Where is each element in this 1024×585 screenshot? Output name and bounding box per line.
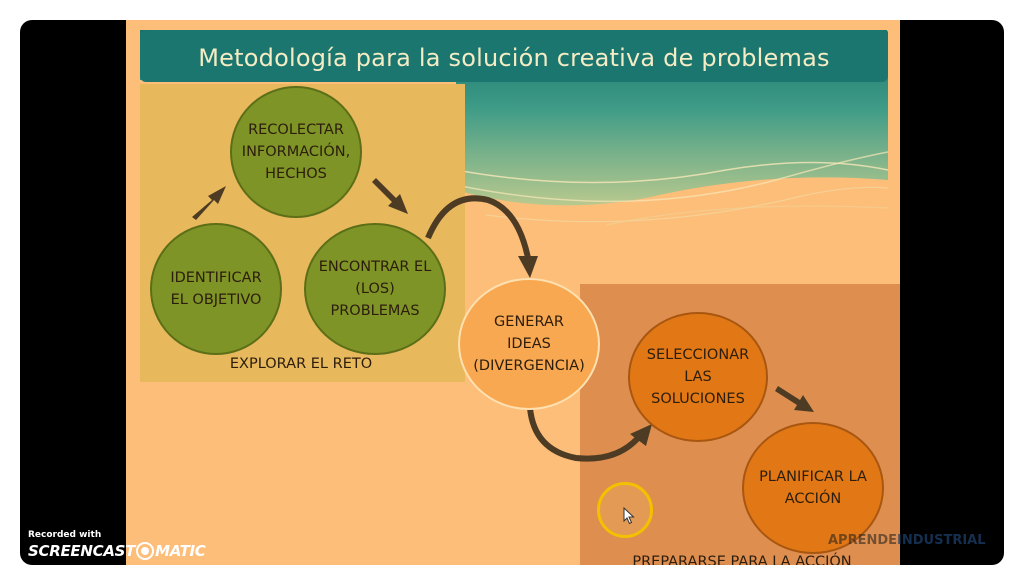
flow-arrows [192, 178, 814, 412]
node-encontrar-problemas: ENCONTRAR EL (LOS) PROBLEMAS [304, 223, 446, 355]
screencast-logo: SCREENCAST MATIC [28, 542, 206, 560]
video-frame: Metodología para la solución creativa de… [20, 20, 1004, 565]
screencast-logo-text: SCREENCAST [28, 542, 136, 560]
recorded-with-label: Recorded with [28, 530, 102, 540]
screencast-logo-text-2: MATIC [155, 542, 206, 560]
node-generar-ideas: GENERAR IDEAS (DIVERGENCIA) [458, 278, 600, 410]
node-seleccionar-soluciones: SELECCIONAR LAS SOLUCIONES [628, 312, 768, 442]
region-label-preparar: PREPARARSE PARA LA ACCIÓN [632, 554, 852, 565]
screencast-o-icon [136, 542, 155, 560]
watermark-part-1: APRENDE [828, 533, 898, 548]
node-planificar-accion: PLANIFICAR LA ACCIÓN [742, 422, 884, 554]
slide: Metodología para la solución creativa de… [126, 20, 900, 565]
node-recolectar-informacion: RECOLECTAR INFORMACIÓN, HECHOS [230, 86, 362, 218]
watermark-part-2: INDUSTRIAL [897, 533, 986, 548]
channel-watermark: APRENDEINDUSTRIAL [828, 533, 986, 548]
page-title: Metodología para la solución creativa de… [198, 44, 830, 72]
region-label-explorar: EXPLORAR EL RETO [229, 356, 373, 372]
node-identificar-objetivo: IDENTIFICAR EL OBJETIVO [150, 223, 282, 355]
cursor-arrow-icon [623, 507, 635, 525]
